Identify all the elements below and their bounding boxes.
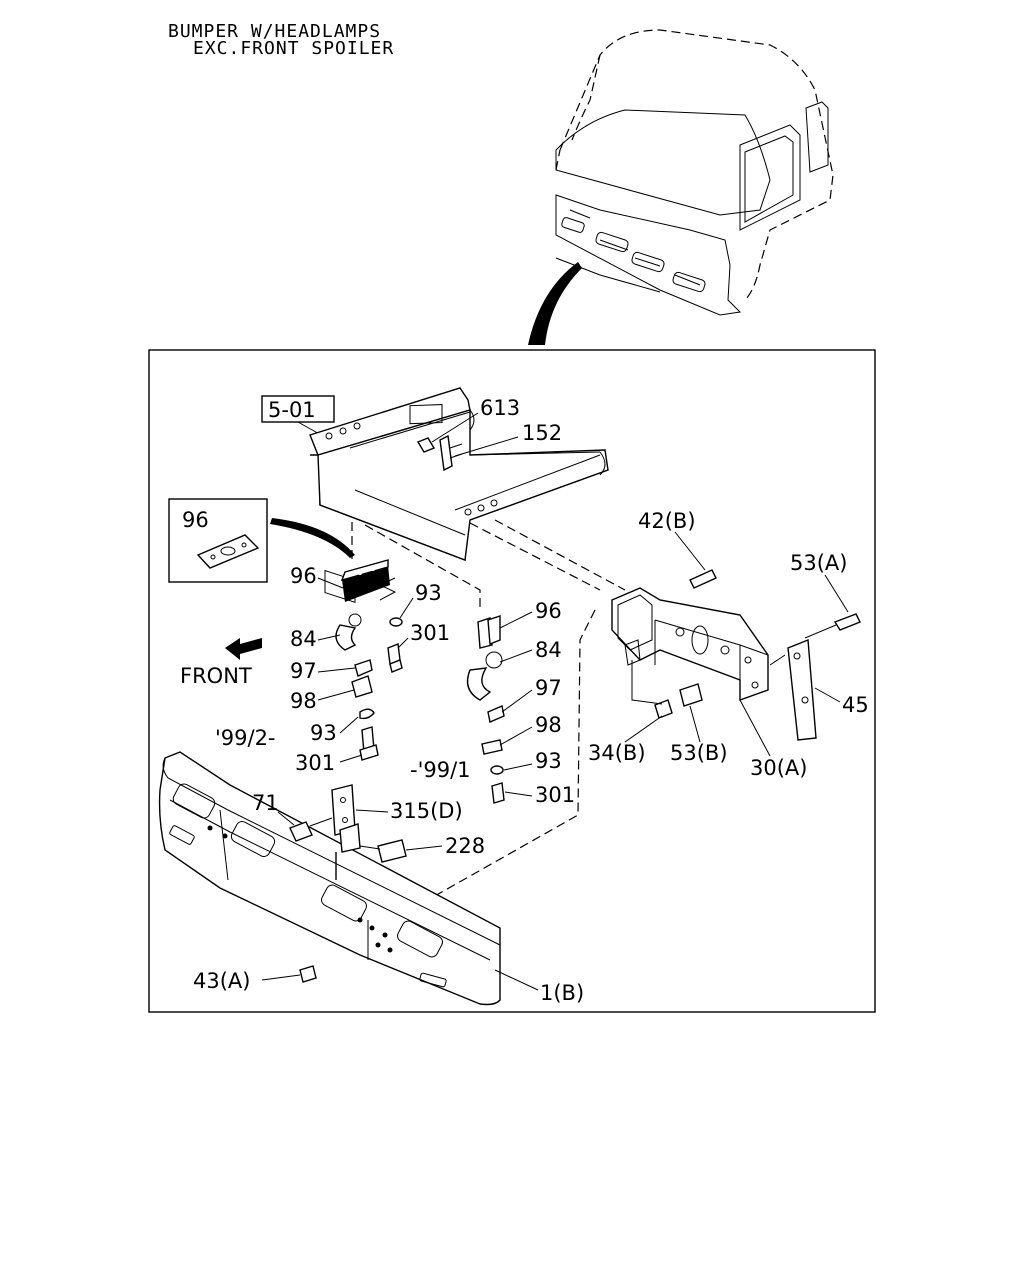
callout-613: 613: [480, 396, 520, 420]
bumper-1b: [158, 751, 501, 1006]
inset-box: [168, 498, 268, 583]
callout-43a: 43(A): [193, 969, 250, 993]
callout-98-left: 98: [290, 689, 317, 713]
chassis-frame: [309, 387, 609, 604]
callout-45: 45: [842, 693, 869, 717]
inset-arrow-icon: [270, 518, 355, 558]
date-to-label: -'99/1: [410, 758, 471, 782]
callout-84-right: 84: [535, 638, 562, 662]
detail-arrow-icon: [528, 262, 582, 345]
callout-228: 228: [445, 834, 485, 858]
callout-301-a: 301: [410, 621, 450, 645]
callout-53a: 53(A): [790, 551, 847, 575]
bolt-42b: [689, 569, 717, 589]
callout-97-left: 97: [290, 659, 317, 683]
callout-53b: 53(B): [670, 741, 728, 765]
bolt-53a: [833, 613, 861, 631]
right-bracket-group: [466, 615, 505, 804]
bolt-228: [377, 839, 407, 863]
callout-84-left: 84: [290, 627, 317, 651]
front-arrow-icon: [225, 638, 262, 660]
callout-42b: 42(B): [638, 509, 696, 533]
callout-98-right: 98: [535, 713, 562, 737]
date-from-label: '99/2-: [215, 726, 276, 750]
callout-97-right: 97: [535, 676, 562, 700]
callout-301-c: 301: [535, 783, 575, 807]
callout-96-inset: 96: [182, 508, 209, 532]
callout-30a: 30(A): [750, 756, 807, 780]
header-line-2: EXC.FRONT SPOILER: [193, 38, 394, 59]
callout-34b: 34(B): [588, 741, 646, 765]
callout-1b: 1(B): [540, 981, 584, 1005]
bolt-53b: [679, 683, 703, 707]
plate-45: [787, 638, 817, 741]
callout-93-b: 93: [310, 721, 337, 745]
callout-71: 71: [252, 791, 279, 815]
truck-cab-illustration: [555, 29, 834, 316]
nut-43a: [299, 965, 317, 983]
callout-93-c: 93: [535, 749, 562, 773]
bolt-71: [289, 821, 313, 842]
nut-34b: [654, 699, 673, 719]
callout-96-right: 96: [535, 599, 562, 623]
callout-152: 152: [522, 421, 562, 445]
callout-93-a: 93: [415, 581, 442, 605]
bracket-30a: [611, 587, 769, 701]
callout-301-b: 301: [295, 751, 335, 775]
front-label: FRONT: [180, 664, 252, 688]
callout-96-left: 96: [290, 564, 317, 588]
header-line-1: BUMPER W/HEADLAMPS: [168, 21, 381, 42]
reference-box-label: 5-01: [268, 398, 316, 422]
part-96-plate: [196, 534, 260, 569]
part-613-152: [416, 434, 463, 472]
callout-315d: 315(D): [390, 799, 463, 823]
left-bracket-group: [335, 559, 403, 761]
detail-frame: [148, 349, 876, 1013]
